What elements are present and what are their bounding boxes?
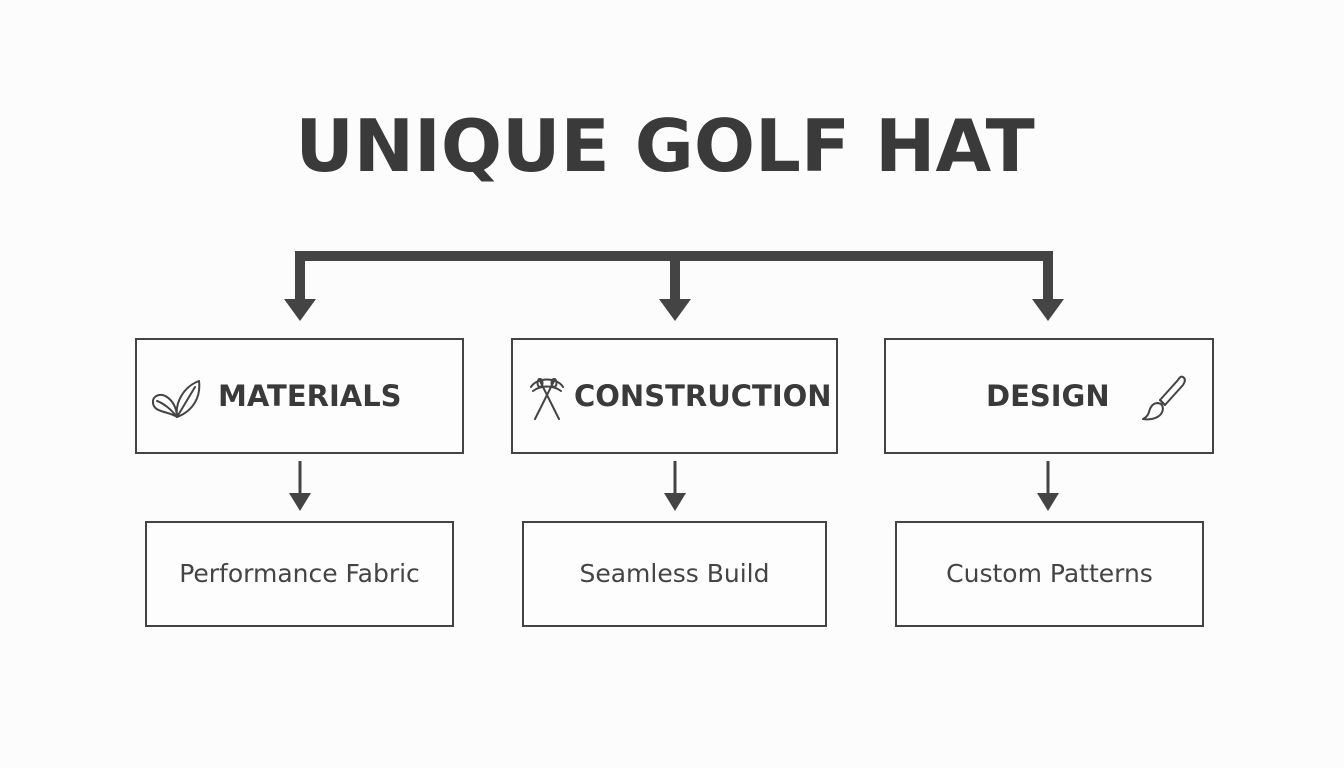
child-label: Performance Fabric bbox=[179, 559, 420, 588]
child-box-construction: Seamless Build bbox=[522, 521, 827, 627]
category-box-design: DESIGN bbox=[884, 338, 1214, 454]
arrowhead-construction bbox=[659, 299, 691, 321]
child-box-materials: Performance Fabric bbox=[145, 521, 454, 627]
arrowhead-design bbox=[1032, 299, 1064, 321]
needle-thread-icon bbox=[527, 373, 567, 426]
category-box-construction: CONSTRUCTION bbox=[511, 338, 838, 454]
paintbrush-icon bbox=[1139, 373, 1189, 428]
category-label: CONSTRUCTION bbox=[574, 379, 832, 413]
arrowhead-materials bbox=[284, 299, 316, 321]
category-label: DESIGN bbox=[986, 379, 1110, 413]
diagram-title: UNIQUE GOLF HAT bbox=[295, 104, 1035, 188]
leaf-icon bbox=[149, 373, 203, 426]
category-label: MATERIALS bbox=[218, 379, 402, 413]
child-label: Seamless Build bbox=[579, 559, 770, 588]
child-label: Custom Patterns bbox=[946, 559, 1153, 588]
category-box-materials: MATERIALS bbox=[135, 338, 464, 454]
child-box-design: Custom Patterns bbox=[895, 521, 1204, 627]
